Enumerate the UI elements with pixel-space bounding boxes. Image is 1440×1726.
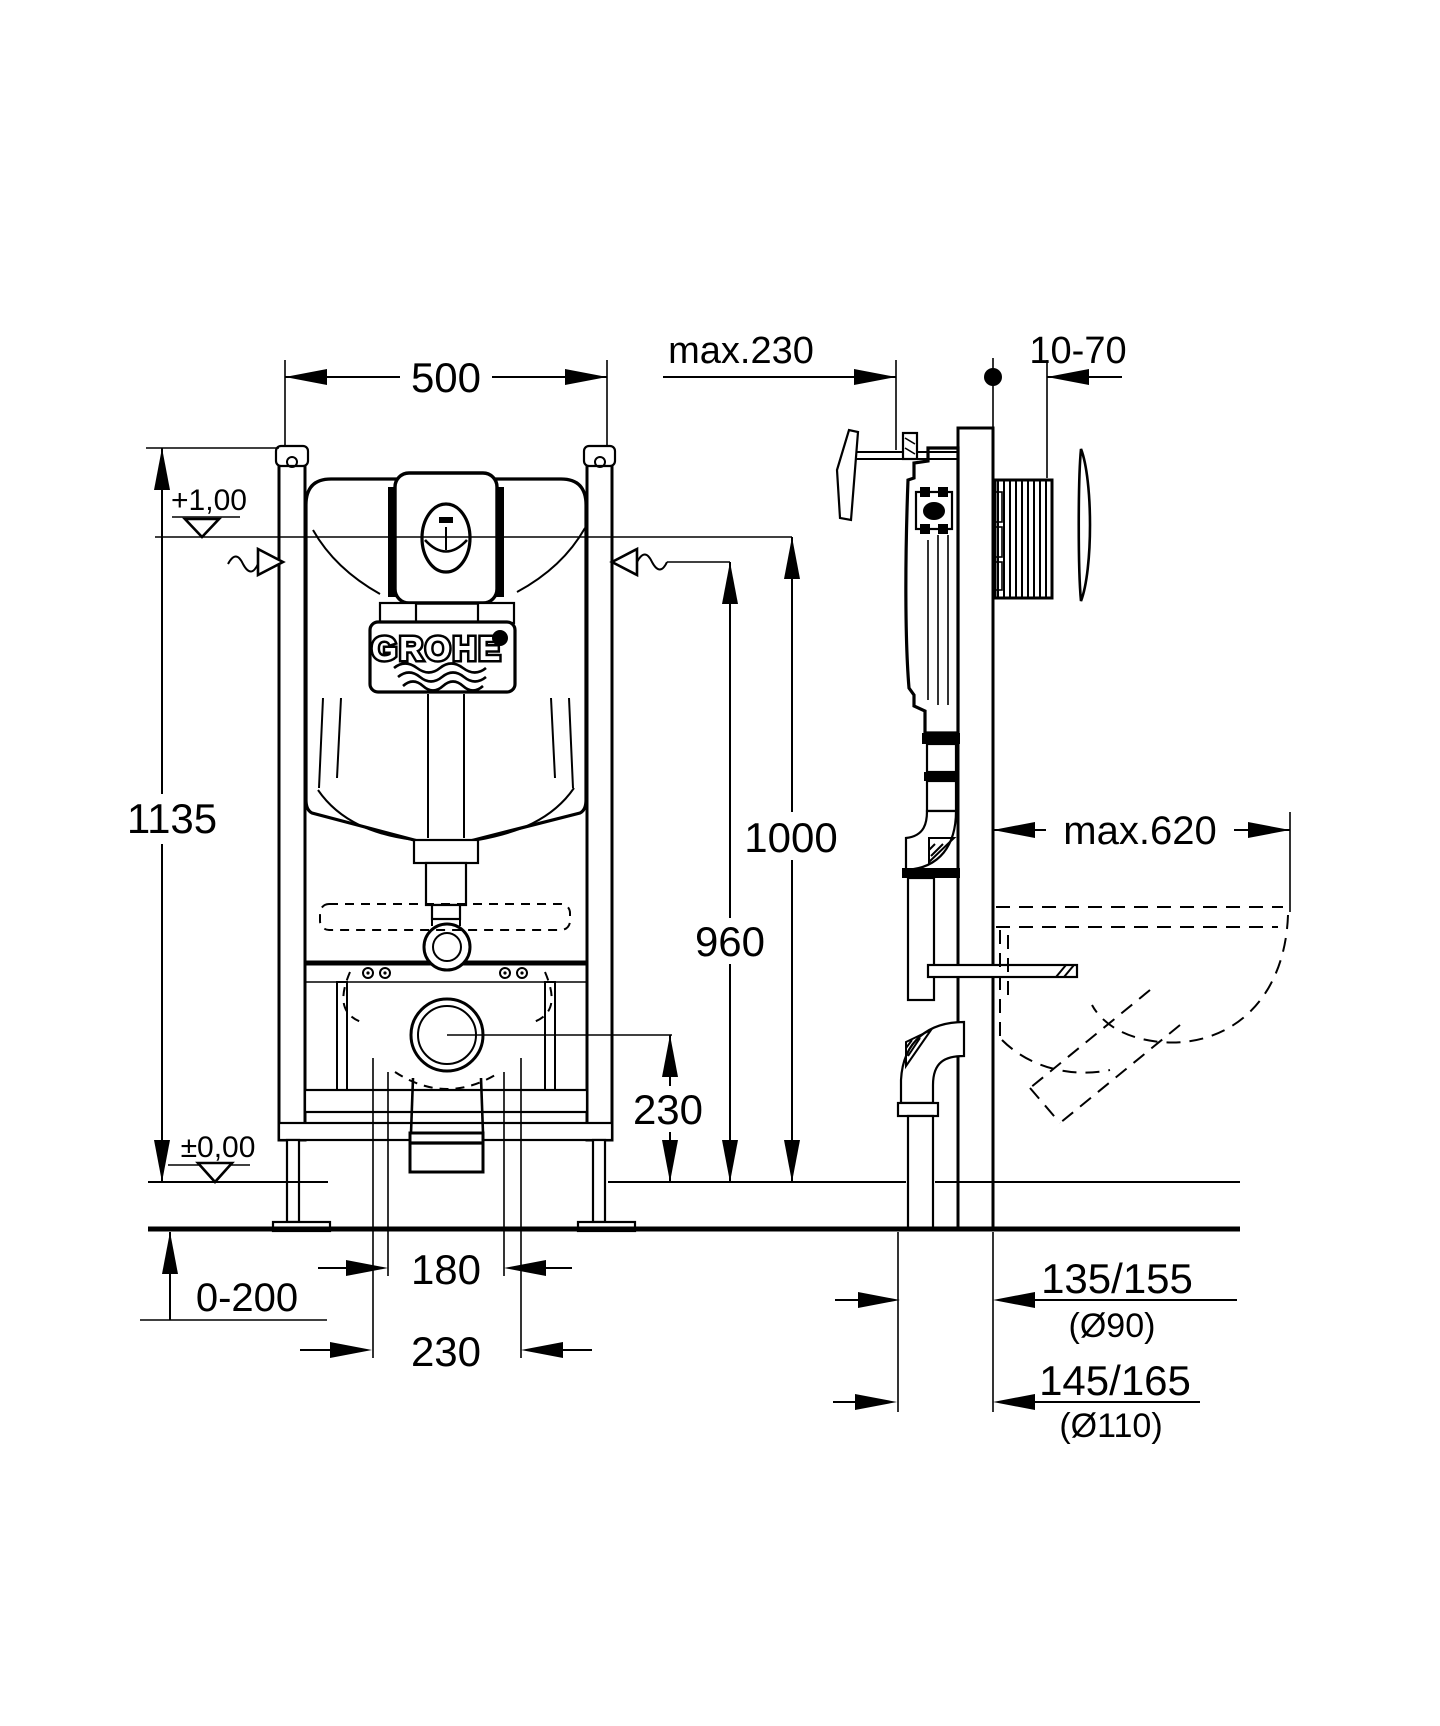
dim-depth-max: max.620 [993,808,1290,853]
svg-text:(Ø110): (Ø110) [1059,1407,1162,1445]
dimensions: 500 max.230 10-70 1135 [116,330,1291,1445]
flush-pipe [424,861,468,907]
svg-text:1135: 1135 [127,795,217,842]
dim-drain-offset-90: 135/155 (Ø90) [835,1255,1237,1345]
svg-text:max.230: max.230 [668,330,814,372]
cistern-side [904,446,960,735]
svg-text:145/165: 145/165 [1039,1357,1191,1404]
frame-post-left [277,446,307,1142]
wall-surface-arrows [227,546,730,578]
leg-right [591,1138,607,1224]
flush-downpipe [906,876,936,1002]
dim-outlet-center-height: 230 [626,1035,710,1182]
mounting-rod [926,963,1079,979]
outlet-sleeve [408,1131,485,1174]
dim-frame-height: 1135 [116,448,228,1182]
svg-text:(Ø90): (Ø90) [1069,1307,1156,1345]
dim-wall-ref-height: 960 [684,562,776,1182]
bracket-screws [362,967,528,979]
dim-frame-width: 500 [285,354,607,401]
cistern-body [304,477,588,843]
svg-text:135/155: 135/155 [1041,1255,1193,1302]
svg-text:10-70: 10-70 [1029,330,1126,372]
ground-lines [148,1181,1240,1232]
registered-dot [492,630,508,646]
minus-mark [439,517,453,523]
flush-pipe-flange [422,922,472,972]
dim-wall-offset-max: max.230 [543,330,896,385]
level-marker-upper: +1,00 [171,484,247,539]
grohe-logo-plate: GROHE [368,620,517,694]
logo-wave-1 [393,662,487,674]
front-view-cistern [304,477,588,1174]
dim-plate-adjust: 10-70 [1029,330,1127,385]
svg-text:180: 180 [411,1246,481,1293]
logo-wave-2 [397,671,487,683]
svg-text:230: 230 [633,1086,703,1133]
level-marks: +1,00 ±0,00 [155,484,792,1184]
svg-text:960: 960 [695,918,765,965]
logo-wave-3 [402,680,484,692]
flush-pipe-collar [412,838,480,865]
svg-text:±0,00: ±0,00 [181,1131,256,1164]
svg-text:500: 500 [411,354,481,401]
dim-drain-offset-110: 145/165 (Ø110) [833,1357,1200,1445]
svg-text:+1,00: +1,00 [171,484,247,517]
svg-text:0-200: 0-200 [196,1276,298,1320]
svg-text:max.620: max.620 [1063,809,1216,853]
post-cap-right [582,444,617,468]
frame-post-right [585,446,614,1142]
logo-plate [368,620,517,694]
post-bolt-left [286,456,298,468]
wall-reference-dot [984,368,1002,386]
post-bolt-right [594,456,606,468]
toilet-bowl-dashed [996,906,1289,1124]
inspection-window [420,502,472,574]
wall-anchor-flag [835,428,860,522]
mounting-zone-dashed [319,903,571,931]
actuation-plate-profile [1077,448,1092,602]
svg-text:230: 230 [411,1328,481,1375]
dim-outlet-inner-width: 180 [318,1246,572,1293]
dim-outlet-outer-width: 230 [300,1328,592,1375]
front-view-access-panel [378,471,516,625]
front-view-frame [271,444,637,1233]
svg-text:1000: 1000 [744,814,837,861]
mid-cross-brace [303,1088,589,1114]
drain-downpipe [906,1114,935,1230]
brand-logo-text: GROHE [371,630,502,667]
level-marker-zero: ±0,00 [168,1131,256,1184]
side-view [835,426,1289,1230]
dim-flush-center-height: 1000 [738,537,844,1182]
dim-floor-buildup: 0-200 [140,1232,327,1321]
actuator-duct-hatched [993,478,1054,600]
fill-valve-detail [914,487,954,534]
side-rail [956,426,995,1230]
